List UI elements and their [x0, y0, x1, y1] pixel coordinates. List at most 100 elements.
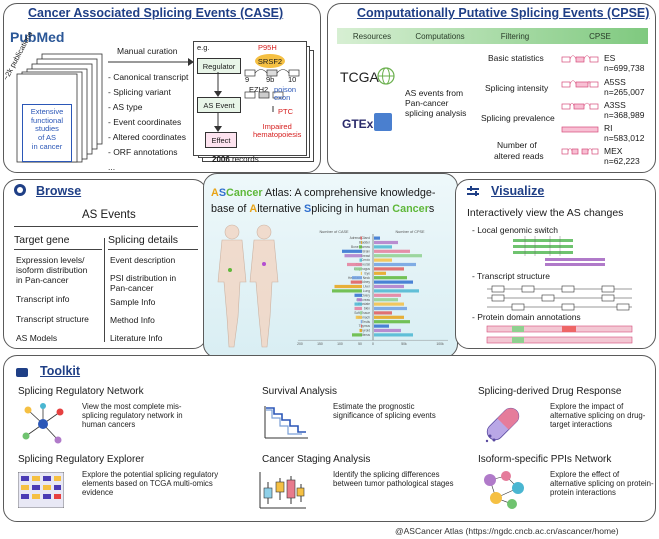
ppi-network-icon — [484, 471, 524, 509]
tissue-label: Breast — [361, 254, 370, 258]
cpse-bar — [374, 276, 407, 280]
browse-title[interactable]: Browse — [36, 184, 82, 198]
curation-item: - Event coordinates — [108, 117, 182, 127]
records-num: 2006 — [212, 155, 230, 164]
tissue-label: Pancreas — [357, 298, 371, 302]
ezh2-label: EZH2 — [249, 85, 269, 94]
atlas-sub-cancer: Cancer — [392, 203, 429, 215]
tissue-label: Cervix — [361, 258, 370, 262]
browse-col2-item: PSI distribution in — [110, 273, 177, 283]
exon-num: 9 — [245, 75, 250, 84]
tissue-label: Stomach — [357, 315, 370, 319]
eye-icon — [14, 184, 26, 196]
atlas-title-a: A — [211, 187, 219, 199]
curation-item: - AS type — [108, 102, 143, 112]
splicing-details-underline — [108, 249, 198, 250]
tissue-label: Brain — [363, 249, 371, 253]
event-type: ES — [604, 53, 616, 63]
cpse-header-cpse: CPSE — [589, 31, 611, 41]
event-count: n=368,989 — [604, 110, 645, 120]
toolkit-title[interactable]: Toolkit — [40, 364, 81, 378]
browse-col2-item: Event description — [110, 255, 176, 265]
axis-tick: 100 — [337, 342, 343, 346]
cpse-bar — [374, 324, 389, 328]
computation-text: AS events from Pan-cancer splicing analy… — [405, 88, 466, 118]
records-label: records — [229, 155, 259, 164]
boxplot-icon — [259, 472, 306, 509]
browse-col2-item: Literature Info — [110, 333, 163, 343]
study-line: Extensive — [30, 107, 64, 116]
cpse-bar — [374, 236, 380, 240]
footer-text: @ASCancer Atlas (https://ngdc.cncb.ac.cn… — [395, 526, 619, 536]
event-count: n=265,007 — [604, 87, 645, 97]
manual-curation-label: Manual curation — [117, 46, 178, 56]
tool-title[interactable]: Splicing-derived Drug Response — [478, 386, 622, 397]
cpse-bar — [374, 315, 404, 319]
tool-title[interactable]: Isoform-specific PPIs Network — [478, 454, 612, 465]
tool-title[interactable]: Survival Analysis — [262, 386, 338, 397]
cpse-bar — [374, 280, 413, 284]
case-title: Cancer Associated Splicing Events (CASE) — [28, 6, 284, 20]
browse-col2-item: Method Info — [110, 315, 155, 325]
case-flow-arrows — [214, 72, 222, 132]
case-bar — [360, 311, 362, 315]
atlas-sub-part: s — [428, 203, 435, 215]
curation-item: ... — [108, 162, 116, 172]
filter-altered-reads: altered reads — [494, 151, 544, 161]
curation-arrow — [108, 58, 194, 66]
globe-icon — [377, 67, 395, 85]
case-bar — [359, 328, 362, 333]
tissue-label: Testis — [362, 320, 371, 324]
gtex-logo: GTEx — [342, 117, 374, 131]
tool-title[interactable]: Splicing Regulatory Explorer — [18, 454, 145, 465]
poison-exon-label: poison exon — [274, 85, 297, 102]
browse-divider — [14, 226, 198, 227]
study-line: functional — [30, 115, 64, 125]
browse-header: AS Events — [82, 209, 136, 221]
cpse-bar — [374, 245, 392, 249]
study-line: of AS — [38, 132, 56, 142]
sliders-icon — [467, 186, 479, 196]
p95h-label: P95H — [258, 43, 277, 52]
visualize-header: Interactively view the AS changes — [467, 207, 624, 219]
event-type: MEX — [604, 146, 623, 156]
tissue-label: Lung — [363, 289, 370, 293]
cpse-bar — [374, 311, 392, 315]
visualize-title[interactable]: Visualize — [491, 184, 545, 198]
browse-col2-item: Pan-cancer — [110, 283, 154, 293]
event-count: n=62,223 — [604, 156, 640, 166]
atlas-sub-part: base of — [211, 203, 250, 215]
tissue-label: Esophagus — [354, 267, 370, 271]
cpse-bar — [374, 298, 398, 302]
filter-splicing-prevalence: Splicing prevalence — [481, 113, 555, 123]
atlas-sub-part: lternative — [257, 203, 305, 215]
curation-item: - Altered coordinates — [108, 132, 186, 142]
cpse-header-computations: Computations — [415, 31, 465, 41]
study-line: in cancer — [31, 141, 63, 151]
browse-col1-item: Expression levels/ — [16, 255, 85, 265]
event-type: A5SS — [604, 77, 626, 87]
browse-col1-item: AS Models — [16, 333, 58, 343]
tool-desc: Estimate the prognostic significance of … — [333, 402, 436, 420]
pill-icon — [485, 407, 520, 443]
ptc-label: PTC — [278, 107, 293, 116]
browse-col1-item: Transcript info — [16, 294, 70, 304]
case-bar — [355, 315, 362, 319]
case-bar — [354, 267, 362, 271]
visualize-item: - Local genomic switch — [472, 225, 558, 235]
curation-items: - Canonical transcript - Splicing varian… — [108, 70, 188, 175]
case-bar — [357, 298, 362, 302]
axis-tick: 200 — [297, 342, 303, 346]
tool-title[interactable]: Splicing Regulatory Network — [18, 386, 144, 397]
curation-item: - Splicing variant — [108, 87, 171, 97]
browse-col1-item: Transcript structure — [16, 314, 89, 324]
cpse-bar — [374, 333, 413, 337]
cpse-bar — [374, 289, 419, 293]
transcript-structure-graphic — [487, 285, 632, 311]
cpse-bar — [374, 293, 401, 297]
study-line: studies — [35, 124, 59, 134]
tool-title[interactable]: Cancer Staging Analysis — [262, 454, 371, 465]
srsf2-label: SRSF2 — [257, 56, 283, 66]
axis-tick: 0 — [372, 342, 374, 346]
